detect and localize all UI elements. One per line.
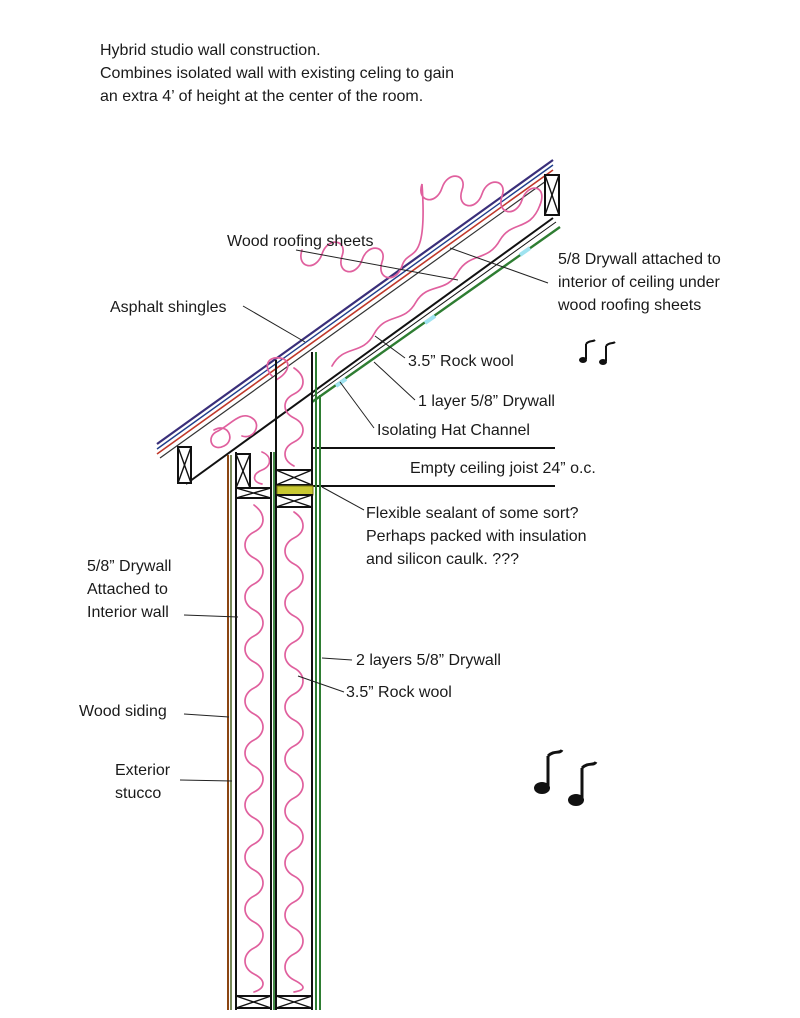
- leader-lines: [179, 247, 549, 782]
- leader-exterior-stucco: [179, 779, 233, 782]
- leader-two-layers-drywall: [321, 657, 353, 661]
- label-wood-siding: Wood siding: [79, 703, 167, 720]
- label-isolating-hat-channel: Isolating Hat Channel: [377, 422, 530, 439]
- music-notes-icon: [579, 339, 616, 365]
- label-wood-roofing-sheets: Wood roofing sheets: [227, 233, 373, 250]
- label-two-layers-drywall: 2 layers 5/8” Drywall: [356, 652, 501, 669]
- leader-rock-wool-lower: [297, 675, 345, 693]
- roof-membrane-layer: [156, 164, 554, 450]
- leader-one-layer-drywall: [373, 361, 416, 401]
- leader-asphalt-shingles: [242, 305, 306, 343]
- roof-assembly: [156, 159, 561, 485]
- label-rock-wool-lower: 3.5” Rock wool: [346, 684, 452, 701]
- label-sealant-3: and silicon caulk. ???: [366, 551, 519, 568]
- roof-rock-wool-squiggle: [300, 175, 543, 279]
- label-interior-drywall-1: 5/8” Drywall: [87, 558, 171, 575]
- title-line-3: an extra 4’ of height at the center of t…: [100, 88, 423, 105]
- label-interior-drywall-3: Interior wall: [87, 604, 169, 621]
- leader-ceiling-drywall: [449, 247, 549, 284]
- rafter-top-edge: [159, 175, 554, 459]
- upper-stud-section: [253, 352, 321, 1010]
- label-interior-drywall-2: Attached to: [87, 581, 168, 598]
- label-exterior-stucco-1: Exterior: [115, 762, 171, 779]
- ceiling-drywall-line: [311, 226, 561, 403]
- music-notes-icon: [534, 749, 598, 806]
- label-ceiling-drywall-1: 5/8 Drywall attached to: [558, 251, 721, 268]
- label-exterior-stucco-2: stucco: [115, 785, 161, 802]
- leader-interior-drywall: [183, 614, 239, 618]
- exterior-wall-rock-wool-squiggle: [244, 504, 264, 993]
- leader-sealant: [321, 486, 365, 511]
- wood-roofing-sheets-layer: [156, 169, 554, 455]
- leader-hat-channel: [339, 381, 375, 429]
- isolated-wall-rock-wool-squiggle: [284, 511, 304, 993]
- upper-rock-wool-squiggle: [284, 367, 304, 467]
- title-line-1: Hybrid studio wall construction.: [100, 42, 321, 59]
- label-sealant-2: Perhaps packed with insulation: [366, 528, 587, 545]
- title-line-2: Combines isolated wall with existing cel…: [100, 65, 454, 82]
- label-rock-wool-upper: 3.5” Rock wool: [408, 353, 514, 370]
- ceiling-drywall-edge: [311, 221, 557, 398]
- roof-rock-wool-squiggle-2: [331, 204, 541, 367]
- rafter-bottom-edge: [185, 217, 554, 485]
- asphalt-shingles-layer: [156, 159, 554, 445]
- roof-rock-wool-squiggle-eave: [210, 357, 289, 449]
- leader-wood-siding: [183, 713, 230, 718]
- ceiling-joist: [312, 447, 555, 487]
- label-ceiling-drywall-3: wood roofing sheets: [557, 297, 701, 314]
- label-empty-ceiling-joist: Empty ceiling joist 24” o.c.: [410, 460, 596, 477]
- label-ceiling-drywall-2: interior of ceiling under: [558, 274, 721, 291]
- leader-wood-roofing-sheets: [295, 249, 459, 281]
- label-one-layer-drywall: 1 layer 5/8” Drywall: [418, 393, 555, 410]
- eave-gap-rock-wool-squiggle: [253, 451, 271, 485]
- flexible-sealant: [276, 485, 314, 496]
- isolated-interior-wall: [275, 469, 314, 1010]
- leader-rock-wool-upper: [374, 335, 406, 359]
- label-sealant-1: Flexible sealant of some sort?: [366, 505, 579, 522]
- label-asphalt-shingles: Asphalt shingles: [110, 299, 227, 316]
- exterior-wall: [227, 452, 275, 1010]
- hat-channel-clips: [334, 246, 532, 388]
